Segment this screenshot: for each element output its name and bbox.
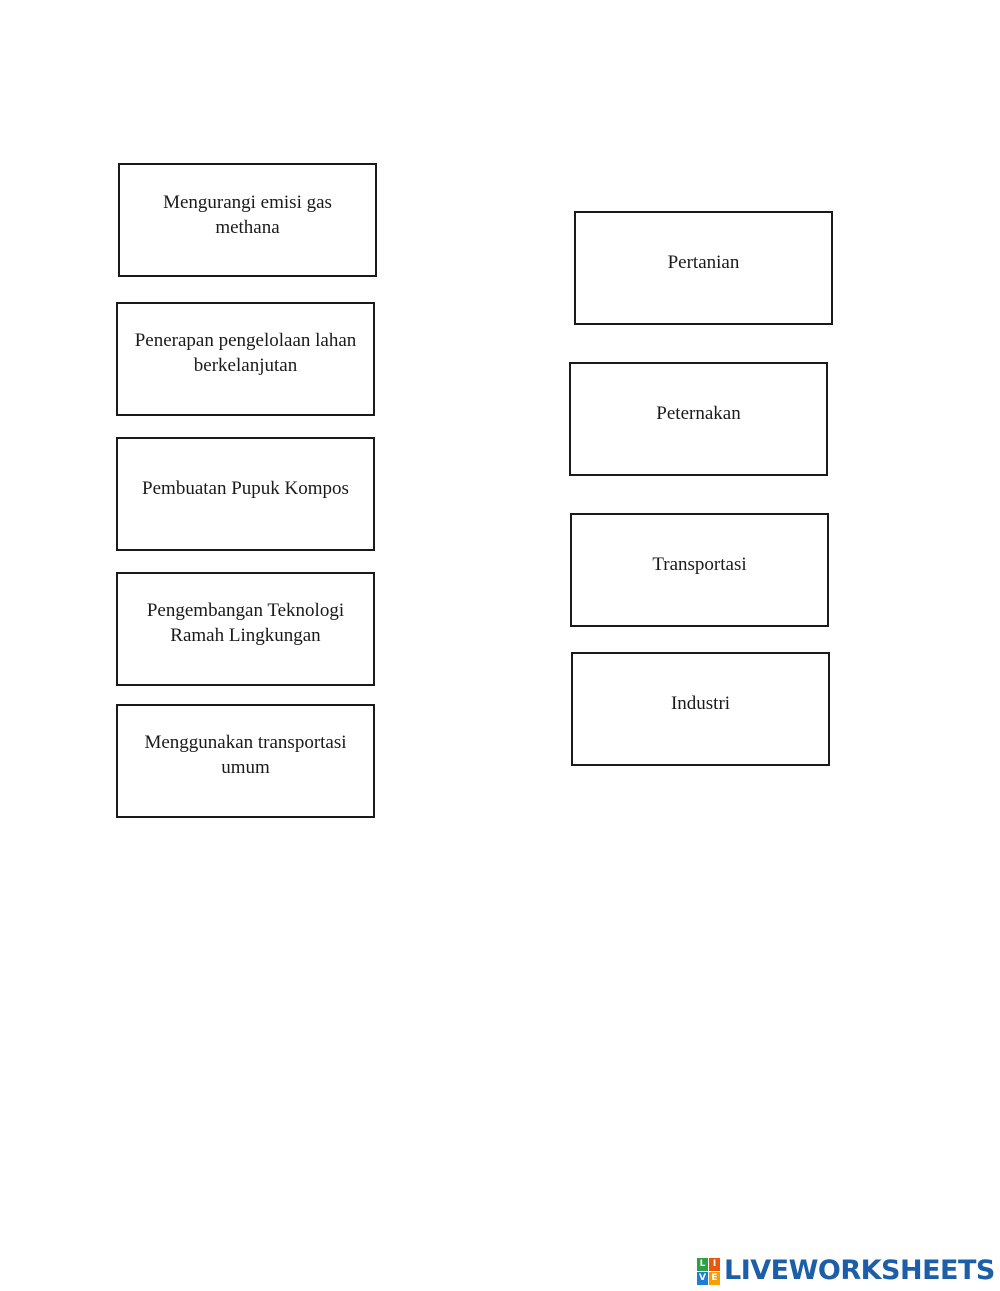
action-card-reduce-methane[interactable]: Mengurangi emisi gas methana [118, 163, 377, 277]
sector-card-agriculture[interactable]: Pertanian [574, 211, 833, 325]
logo-mark-letter: E [709, 1271, 720, 1285]
action-card-sustainable-land[interactable]: Penerapan pengelolaan lahan berkelanjuta… [116, 302, 375, 416]
action-card-public-transport[interactable]: Menggunakan transportasi umum [116, 704, 375, 818]
liveworksheets-logo: L I V E LIVEWORKSHEETS [697, 1257, 995, 1285]
liveworksheets-logo-icon: L I V E [697, 1257, 720, 1285]
sector-card-livestock[interactable]: Peternakan [569, 362, 828, 476]
logo-wordmark: LIVEWORKSHEETS [724, 1255, 995, 1286]
sector-card-industry[interactable]: Industri [571, 652, 830, 766]
logo-mark-letter: I [709, 1257, 720, 1271]
action-card-compost[interactable]: Pembuatan Pupuk Kompos [116, 437, 375, 551]
logo-mark-letter: L [697, 1257, 708, 1271]
action-card-green-technology[interactable]: Pengembangan Teknologi Ramah Lingkungan [116, 572, 375, 686]
sector-card-transportation[interactable]: Transportasi [570, 513, 829, 627]
logo-mark-letter: V [697, 1271, 708, 1285]
